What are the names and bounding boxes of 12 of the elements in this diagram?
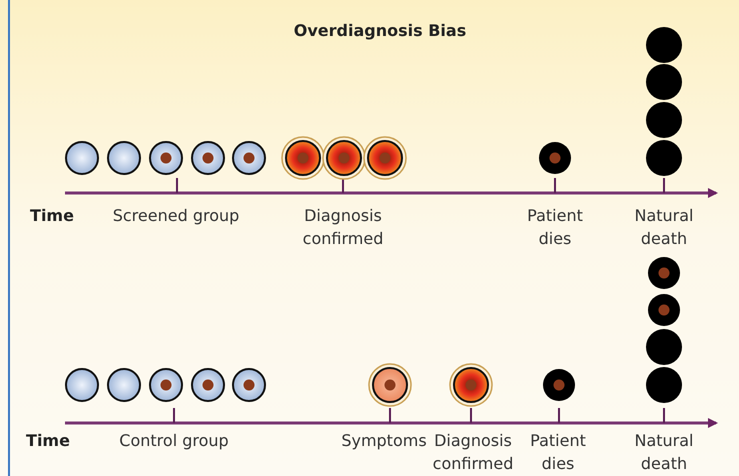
event-label: Patient dies: [529, 430, 587, 475]
event-label: Patient dies: [526, 205, 584, 250]
event-label: Control group: [118, 430, 230, 452]
event-label: Diagnosis confirmed: [302, 205, 384, 250]
event-label: Natural death: [633, 430, 694, 475]
event-label: Screened group: [112, 205, 240, 227]
event-label: Diagnosis confirmed: [432, 430, 514, 475]
event-label: Symptoms: [340, 430, 428, 452]
axis-label: Time: [25, 430, 71, 452]
axis-label: Time: [29, 205, 75, 227]
diagram-title: Overdiagnosis Bias: [292, 21, 468, 40]
event-label: Natural death: [633, 205, 694, 250]
